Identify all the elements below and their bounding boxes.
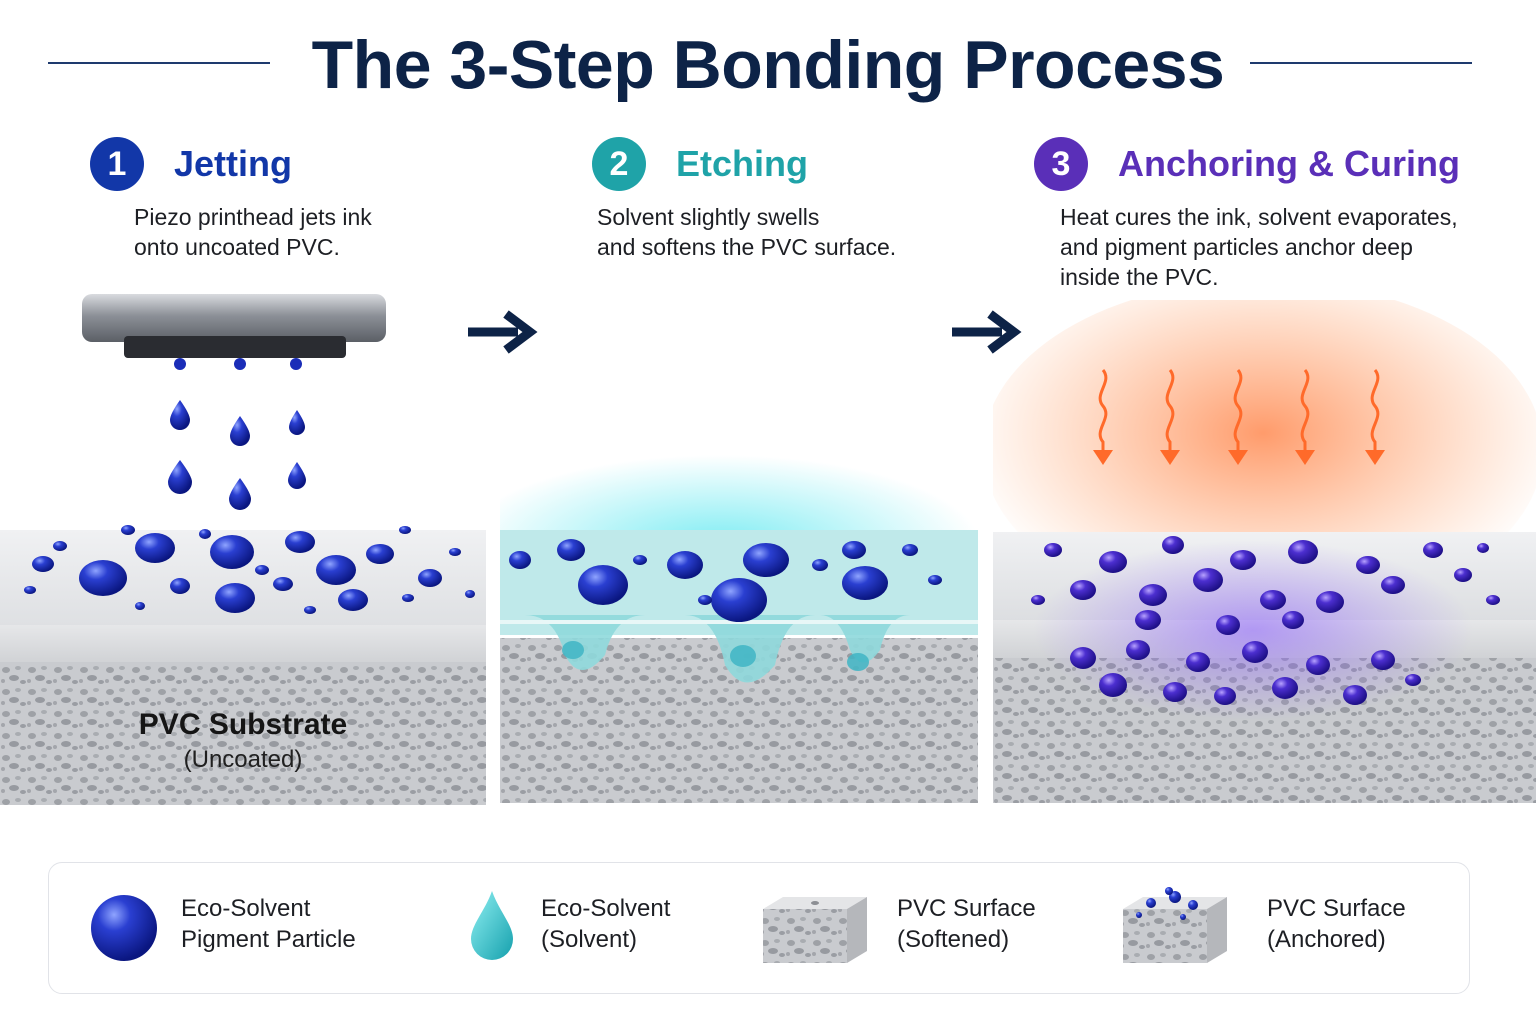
step-2-description: Solvent slightly swells and softens the … <box>597 204 897 260</box>
step-3-illustration <box>993 300 1536 803</box>
legend-item-softened: PVC Surface (Softened) <box>759 863 1089 993</box>
step-2-title: Etching <box>676 143 808 184</box>
solvent-drop-icon <box>471 891 513 960</box>
pvc-softened-cube-icon <box>763 897 867 963</box>
anchored-pigment-particles <box>1031 536 1500 705</box>
legend-label-anchored: PVC Surface (Anchored) <box>1267 895 1406 953</box>
step-1-number-badge: 1 <box>90 137 144 191</box>
pvc-anchored-cube-icon <box>1123 887 1227 963</box>
step-1-header: 1 Jetting <box>90 137 293 191</box>
legend-label-softened: PVC Surface (Softened) <box>897 895 1036 953</box>
heat-arrows-icon <box>1098 369 1380 462</box>
legend: Eco-Solvent Pigment Particle Eco-Solvent… <box>48 862 1470 994</box>
title-rule-left <box>48 62 270 64</box>
legend-label-solvent: Eco-Solvent (Solvent) <box>541 895 671 953</box>
title-rule-right <box>1250 62 1472 64</box>
step-2-header: 2 Etching <box>592 137 808 191</box>
step-1-illustration <box>0 294 486 805</box>
step-1-title: Jetting <box>174 143 293 184</box>
legend-item-solvent: Eco-Solvent (Solvent) <box>459 863 759 993</box>
step-1-description: Piezo printhead jets ink onto uncoated P… <box>134 204 372 260</box>
header: The 3-Step Bonding Process <box>0 20 1536 110</box>
pvc-substrate-sublabel: (Uncoated) <box>183 746 303 773</box>
step-3-description: Heat cures the ink, solvent evaporates, … <box>1060 204 1458 290</box>
step-3-number-badge: 3 <box>1034 137 1088 191</box>
step-2-illustration <box>500 455 980 803</box>
falling-ink-drops <box>168 400 306 510</box>
step-3-header: 3 Anchoring & Curing <box>1034 137 1460 191</box>
step-arrow-2-icon <box>952 310 1022 354</box>
step-arrow-1-icon <box>468 310 538 354</box>
printhead-icon <box>82 294 386 370</box>
legend-item-anchored: PVC Surface (Anchored) <box>1119 863 1449 993</box>
pvc-substrate-label: PVC Substrate <box>138 708 348 741</box>
page-title: The 3-Step Bonding Process <box>311 27 1225 103</box>
etching-pigment-droplets <box>509 539 942 622</box>
legend-label-pigment: Eco-Solvent Pigment Particle <box>181 895 356 953</box>
pigment-particle-icon <box>91 895 157 961</box>
surface-pigment-droplets <box>24 525 475 614</box>
sinking-solvent-droplets <box>562 641 869 671</box>
legend-item-pigment: Eco-Solvent Pigment Particle <box>49 863 389 993</box>
step-2-number-badge: 2 <box>592 137 646 191</box>
step-3-title: Anchoring & Curing <box>1118 143 1460 184</box>
